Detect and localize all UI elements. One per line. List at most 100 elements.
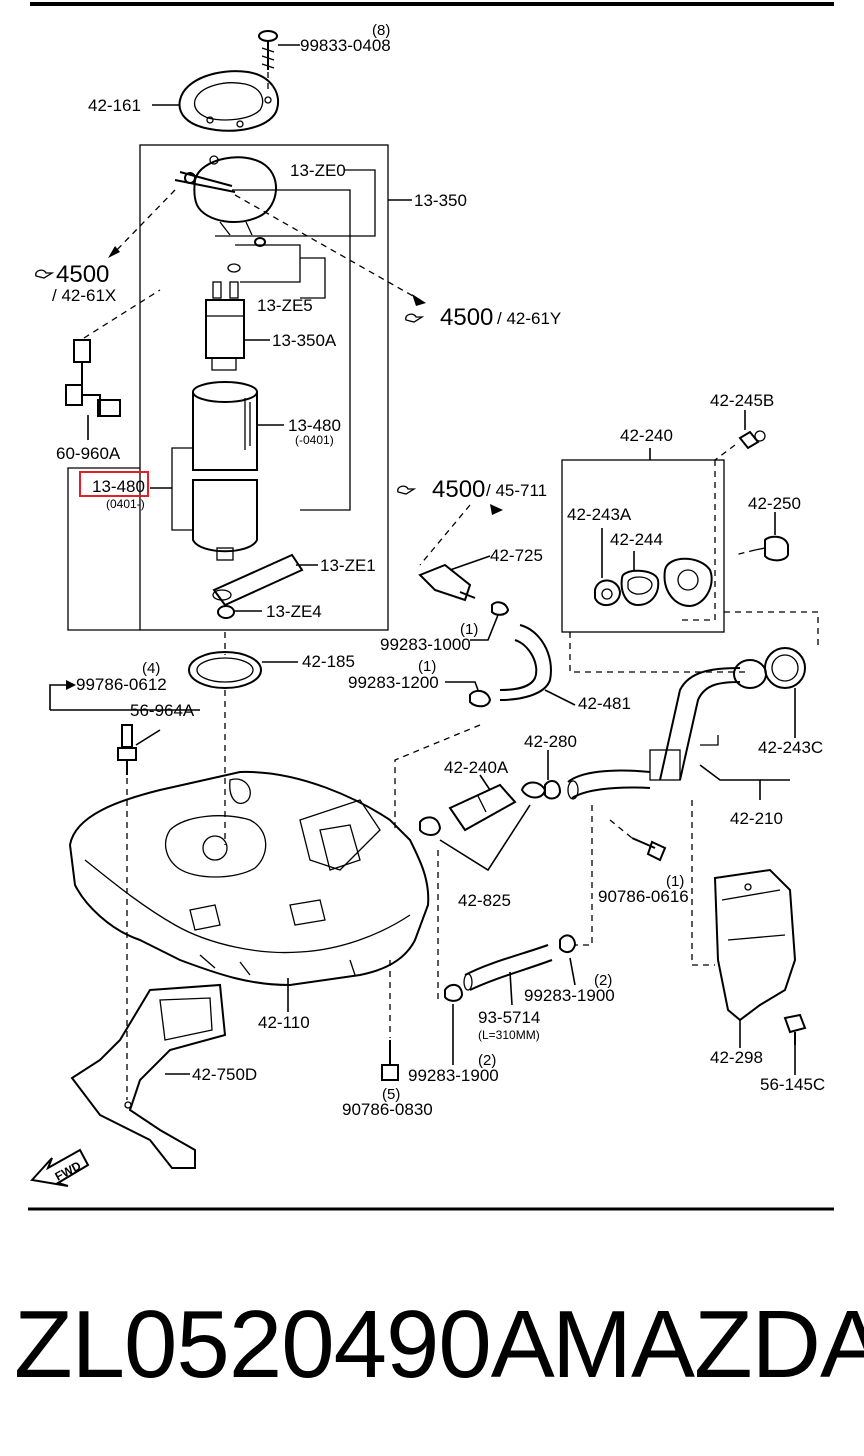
pump-assembly-frame-left xyxy=(67,467,140,631)
bracket-13-ze5-b xyxy=(300,257,326,299)
label-99786-0612: 99786-0612 xyxy=(76,675,167,694)
label-99786-0612-qty: (4) xyxy=(142,660,160,677)
heat-shield-42-298 xyxy=(713,868,797,1022)
label-90786-0616-qty: (1) xyxy=(666,873,684,890)
leader-bolt-56 xyxy=(135,729,161,746)
label-42-245b: 42-245B xyxy=(710,391,774,410)
ref-4500-right: 4500 xyxy=(405,304,493,331)
clamp-99283-1000 xyxy=(491,601,510,616)
label-42-210: 42-210 xyxy=(730,809,783,828)
dash-to-cap xyxy=(714,444,736,461)
label-99283-1900-a: 99283-1900 xyxy=(524,986,615,1005)
label-42-243a: 42-243A xyxy=(567,505,632,524)
label-99283-1200: 99283-1200 xyxy=(348,673,439,692)
label-13-480-highlight: 13-480 xyxy=(92,477,145,496)
fuel-tank-42-110 xyxy=(68,770,430,987)
part-number-text: ZL0520490A xyxy=(14,1291,555,1398)
bracket-plate-13-ze1 xyxy=(212,553,304,607)
label-99283-1900-b-qty: (2) xyxy=(478,1052,496,1069)
screw-99833-0408 xyxy=(258,30,278,70)
bracket-13-ze0-top xyxy=(215,169,376,237)
label-99283-1000-qty: (1) xyxy=(460,621,478,638)
dash-42-250 xyxy=(734,549,756,556)
dash-filler-right xyxy=(724,611,819,645)
dash-hose-right xyxy=(575,805,593,946)
label-99283-1200-qty: (1) xyxy=(418,658,436,675)
lock-ring-42-161 xyxy=(178,70,280,132)
filler-group-frame xyxy=(561,459,725,633)
label-13-ze5: 13-ZE5 xyxy=(257,296,313,315)
label-4500-mid: 4500 xyxy=(432,476,485,503)
label-42-240a: 42-240A xyxy=(444,758,509,777)
seal-ring-42-185 xyxy=(188,651,262,689)
dash-hose-to-tank xyxy=(394,724,481,830)
dash-0616 xyxy=(609,819,633,839)
arrow-4500-left xyxy=(108,246,120,258)
label-42-61x: / 42-61X xyxy=(52,286,116,305)
label-93-5714: 93-5714 xyxy=(478,1008,540,1027)
gasket-42-243a xyxy=(594,579,622,607)
label-13-ze0: 13-ZE0 xyxy=(290,161,346,180)
clamp-42-825-b xyxy=(544,779,562,800)
label-13-480-top-note: (-0401) xyxy=(295,433,334,447)
leader-42-481 xyxy=(544,689,576,706)
fwd-arrow xyxy=(30,1148,90,1187)
arrow-45-711 xyxy=(490,504,503,515)
dash-filler-to-pipe xyxy=(569,632,745,673)
label-42-250: 42-250 xyxy=(748,494,801,513)
dash-to-4500-left xyxy=(111,189,176,256)
label-13-ze1: 13-ZE1 xyxy=(320,556,376,575)
ref-4500-left: 4500 xyxy=(35,261,109,288)
grommet-13-ze4 xyxy=(217,605,235,619)
label-4500-left: 4500 xyxy=(56,261,109,288)
pump-assembly-frame xyxy=(139,144,389,631)
clamp-42-825-a xyxy=(419,816,442,836)
bracket-13-ze0 xyxy=(232,189,351,511)
dash-to-4500-right xyxy=(234,194,421,301)
gasket-42-243c xyxy=(764,647,806,689)
label-99283-1900-a-qty: (2) xyxy=(594,972,612,989)
label-13-350: 13-350 xyxy=(414,191,467,210)
label-45-711: / 45-711 xyxy=(486,481,547,500)
dash-42-245b xyxy=(680,460,716,621)
leader-42-725 xyxy=(449,555,491,571)
label-90786-0830-qty: (5) xyxy=(382,1086,400,1103)
clamp-99283-1900-b xyxy=(444,983,464,1002)
shield-42-750d xyxy=(70,983,227,1169)
label-42-161: 42-161 xyxy=(88,96,141,115)
label-13-350a: 13-350A xyxy=(272,331,337,350)
highlight-box-13-480 xyxy=(79,471,149,497)
label-99283-1000: 99283-1000 xyxy=(380,635,471,654)
clip-56-145c xyxy=(783,1013,807,1045)
leader-42-240a xyxy=(479,774,491,791)
brand-text: MAZDA xyxy=(552,1291,864,1398)
bracket-13-480-highlight xyxy=(171,447,193,531)
dash-45-711 xyxy=(419,504,471,566)
label-42-725: 42-725 xyxy=(490,546,543,565)
label-4500-right: 4500 xyxy=(440,304,493,331)
label-93-5714-note: (L=310MM) xyxy=(478,1028,540,1042)
label-42-750d: 42-750D xyxy=(192,1065,257,1084)
hose-42-481 xyxy=(499,624,552,701)
bolt-90786-0830 xyxy=(381,1040,399,1081)
label-42-61y: / 42-61Y xyxy=(497,309,561,328)
label-99833-0408: 99833-0408 xyxy=(300,36,391,55)
leader-99283-1900-a xyxy=(569,957,576,986)
label-56-145c: 56-145C xyxy=(760,1075,825,1094)
bracket-99786 xyxy=(49,684,70,710)
label-42-298: 42-298 xyxy=(710,1048,763,1067)
label-42-244: 42-244 xyxy=(610,530,663,549)
label-99283-1900-b: 99283-1900 xyxy=(408,1066,499,1085)
bracket-13-ze5 xyxy=(235,244,301,283)
label-42-481: 42-481 xyxy=(578,694,631,713)
dash-42-298 xyxy=(691,800,715,966)
hose-42-240a xyxy=(448,783,517,832)
dash-harness xyxy=(83,289,161,339)
arrow-4500-right xyxy=(412,294,426,306)
label-42-825: 42-825 xyxy=(458,891,511,910)
hose-93-5714 xyxy=(463,944,553,991)
label-56-964a: 56-964A xyxy=(130,701,195,720)
leader-93-5714 xyxy=(509,971,513,1006)
bolt-90786-0616 xyxy=(631,837,667,862)
